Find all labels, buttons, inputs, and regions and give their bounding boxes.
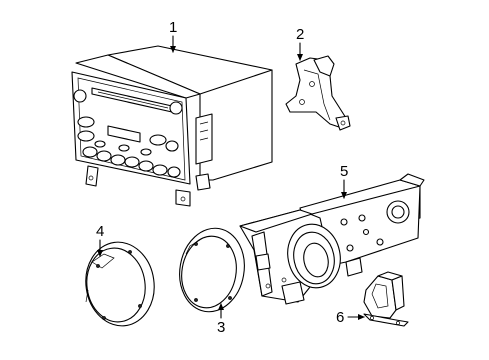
callout-number-6: 6 [336, 309, 344, 326]
amplifier-bracket-part [363, 271, 409, 327]
speaker-left-part [85, 241, 155, 327]
callout-1: 1 [169, 19, 177, 53]
subwoofer-enclosure-part [239, 173, 425, 305]
callout-2: 2 [296, 26, 304, 61]
mounting-bracket-part [285, 55, 351, 131]
callout-3: 3 [217, 303, 225, 336]
callout-number-1: 1 [169, 19, 177, 36]
radio-receiver-part [71, 45, 273, 207]
callout-6: 6 [336, 309, 365, 326]
callout-number-2: 2 [296, 26, 304, 43]
speaker-right-part [179, 227, 245, 313]
callout-number-4: 4 [96, 223, 104, 240]
callout-5: 5 [340, 163, 348, 199]
callout-4: 4 [96, 223, 104, 257]
callout-number-5: 5 [340, 163, 348, 180]
callout-number-3: 3 [217, 319, 225, 336]
